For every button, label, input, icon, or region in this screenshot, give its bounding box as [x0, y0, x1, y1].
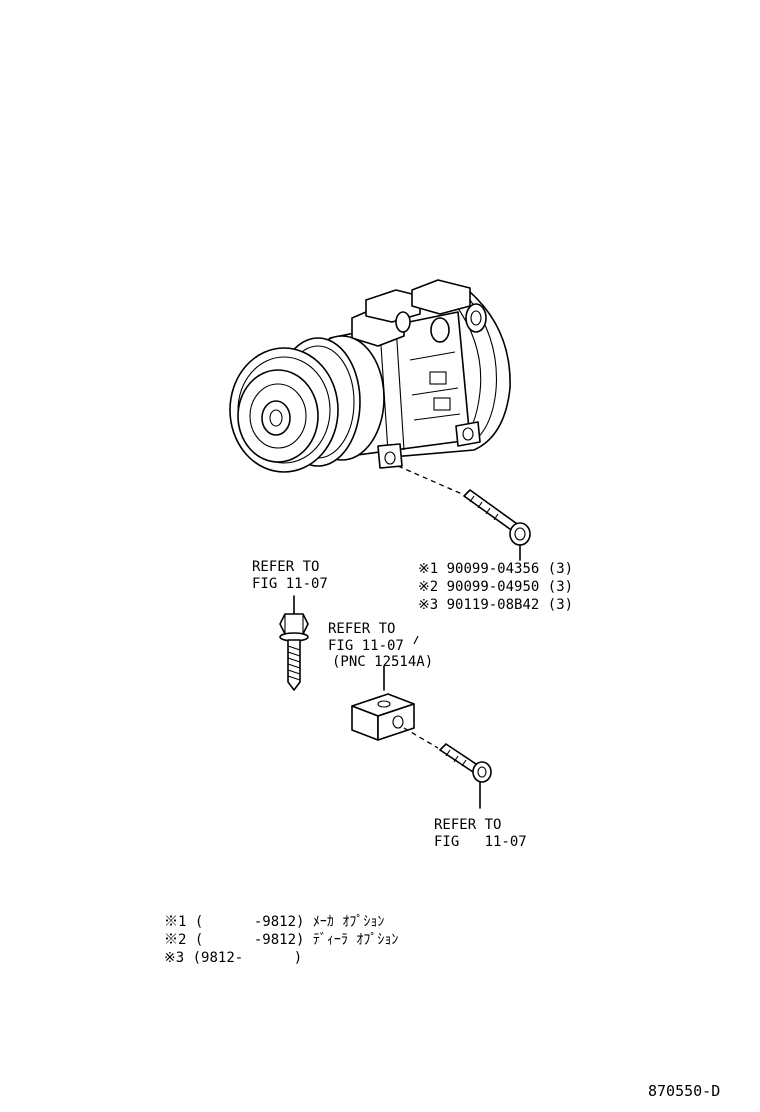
bolt-part-row: ※1 90099-04356 (3) — [418, 560, 573, 578]
refer-label-bracket-line1: REFER TO — [328, 621, 396, 637]
refer-label-bracket-line3: (PNC 12514A) — [332, 654, 434, 670]
refer-label-bracket-line2: FIG 11-07 — [328, 638, 404, 654]
note-text: ﾒｰｶ ｵﾌﾟｼｮﾝ — [312, 914, 385, 930]
leader-compressor-bolt — [397, 465, 463, 495]
note-range: (9812- ) — [192, 950, 303, 966]
refer-label-bottom-line2: FIG 11-07 — [434, 834, 527, 850]
part-number: 90099-04950 — [446, 579, 540, 595]
compressor-illustration — [229, 279, 511, 473]
stud-bolt-icon — [279, 595, 309, 691]
part-number: 90119-08B42 — [446, 597, 540, 613]
note-range: ( -9812) — [194, 914, 305, 930]
figure-code: 870550-D — [648, 1082, 721, 1100]
footnote-row: ※2 ( -9812) ﾃﾞｨｰﾗ ｵﾌﾟｼｮﾝ — [164, 931, 398, 949]
bolt-part-row: ※2 90099-04950 (3) — [418, 578, 573, 596]
part-qty: (3) — [547, 579, 574, 595]
note-mark: ※3 — [164, 950, 185, 966]
refer-label-stud-line2: FIG 11-07 — [252, 576, 328, 592]
note-mark: ※1 — [164, 914, 187, 930]
note-mark: ※2 — [164, 932, 187, 948]
part-mark: ※3 — [418, 597, 439, 613]
bolt-part-row: ※3 90119-08B42 (3) — [418, 596, 573, 614]
mounting-bolt-icon — [463, 489, 531, 561]
part-mark: ※1 — [418, 561, 439, 577]
refer-label-stud-line1: REFER TO — [252, 559, 320, 575]
refer-label-bottom-line1: REFER TO — [434, 817, 502, 833]
footnote-row: ※1 ( -9812) ﾒｰｶ ｵﾌﾟｼｮﾝ — [164, 913, 384, 931]
part-qty: (3) — [547, 561, 574, 577]
footnote-row: ※3 (9812- ) — [164, 949, 311, 967]
bracket-bolt-icon — [439, 743, 492, 809]
note-text: ﾃﾞｨｰﾗ ｵﾌﾟｼｮﾝ — [312, 932, 399, 948]
part-qty: (3) — [547, 597, 574, 613]
leader-tick — [413, 635, 419, 645]
part-number: 90099-04356 — [446, 561, 540, 577]
part-mark: ※2 — [418, 579, 439, 595]
note-range: ( -9812) — [194, 932, 305, 948]
leader-bracket-bolt — [403, 727, 439, 749]
bracket-block-icon — [351, 665, 415, 741]
